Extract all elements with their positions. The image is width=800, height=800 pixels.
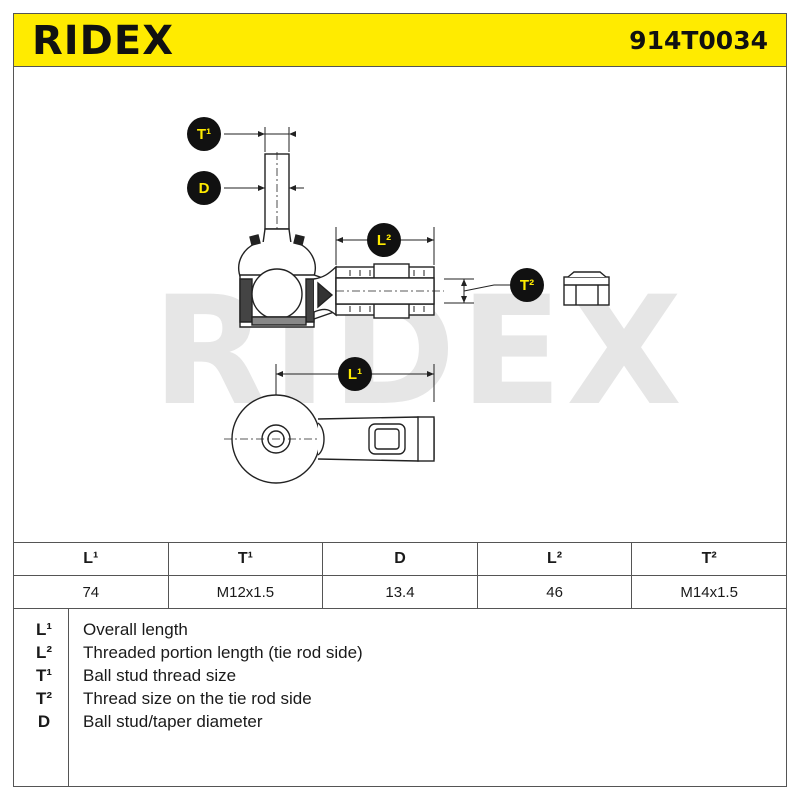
thread-marks xyxy=(349,270,425,312)
legend-item: L¹ Overall length xyxy=(13,619,787,641)
legend-divider xyxy=(68,608,69,787)
spec-value-d: 13.4 xyxy=(322,575,478,609)
legend-item: D Ball stud/taper diameter xyxy=(13,711,787,733)
ball-joint xyxy=(251,268,303,320)
legend-description: Ball stud/taper diameter xyxy=(83,712,263,731)
badge-l1: L¹ xyxy=(338,357,372,391)
top-view-neck xyxy=(317,422,325,456)
spec-value-t2: M14x1.5 xyxy=(631,575,787,609)
legend: L¹ Overall length L² Threaded portion le… xyxy=(13,608,787,787)
badge-t1: T¹ xyxy=(187,117,221,151)
legend-symbol: T¹ xyxy=(35,666,53,685)
legend-description: Thread size on the tie rod side xyxy=(83,689,312,708)
legend-description: Ball stud thread size xyxy=(83,666,237,685)
technical-drawing: RIDEX xyxy=(14,67,786,542)
boot-clip-left xyxy=(249,234,261,246)
spec-table-header-row: L¹ T¹ D L² T² xyxy=(13,542,787,576)
t2-leader xyxy=(463,284,512,292)
spec-header-l2: L² xyxy=(476,542,633,576)
svg-text:D: D xyxy=(199,180,210,197)
spec-header-d: D xyxy=(322,542,478,576)
header-bar: RIDEX 914T0034 xyxy=(13,13,787,67)
legend-description: Overall length xyxy=(83,620,188,639)
part-number: 914T0034 xyxy=(629,26,768,55)
svg-text:L¹: L¹ xyxy=(348,366,362,383)
svg-text:T²: T² xyxy=(520,277,534,294)
legend-symbol: L¹ xyxy=(35,620,53,639)
legend-item: T² Thread size on the tie rod side xyxy=(13,688,787,710)
spec-value-l1: 74 xyxy=(13,575,169,609)
boot-clip-right xyxy=(293,234,305,246)
spec-table: L¹ T¹ D L² T² 74 M12x1.5 13.4 46 M14x1.5 xyxy=(13,542,787,609)
legend-item: L² Threaded portion length (tie rod side… xyxy=(13,642,787,664)
legend-symbol: D xyxy=(37,712,51,731)
legend-symbol: T² xyxy=(35,689,53,708)
arrowheads xyxy=(258,131,467,377)
brand-logo: RIDEX xyxy=(32,18,175,64)
legend-symbol: L² xyxy=(35,643,53,662)
spec-header-t1: T¹ xyxy=(167,542,324,576)
top-view-hex-inner xyxy=(374,428,400,450)
ball-cap xyxy=(251,316,307,326)
spec-header-l1: L¹ xyxy=(13,542,169,576)
spec-table-value-row: 74 M12x1.5 13.4 46 M14x1.5 xyxy=(13,575,787,609)
badge-d: D xyxy=(187,171,221,205)
spec-header-t2: T² xyxy=(631,542,787,576)
svg-text:T¹: T¹ xyxy=(197,126,211,143)
nut xyxy=(563,271,610,306)
neck-section xyxy=(317,281,334,309)
spec-value-l2: 46 xyxy=(476,575,633,609)
housing-section-left xyxy=(239,278,253,323)
drawing-svg: T¹ D L² T² L¹ xyxy=(187,117,610,484)
spec-value-t1: M12x1.5 xyxy=(167,575,324,609)
housing-section-right xyxy=(305,278,315,323)
legend-item: T¹ Ball stud thread size xyxy=(13,665,787,687)
svg-text:L²: L² xyxy=(377,232,391,249)
legend-description: Threaded portion length (tie rod side) xyxy=(83,643,363,662)
badge-t2: T² xyxy=(510,268,544,302)
top-view-end xyxy=(417,416,435,462)
badge-l2: L² xyxy=(367,223,401,257)
